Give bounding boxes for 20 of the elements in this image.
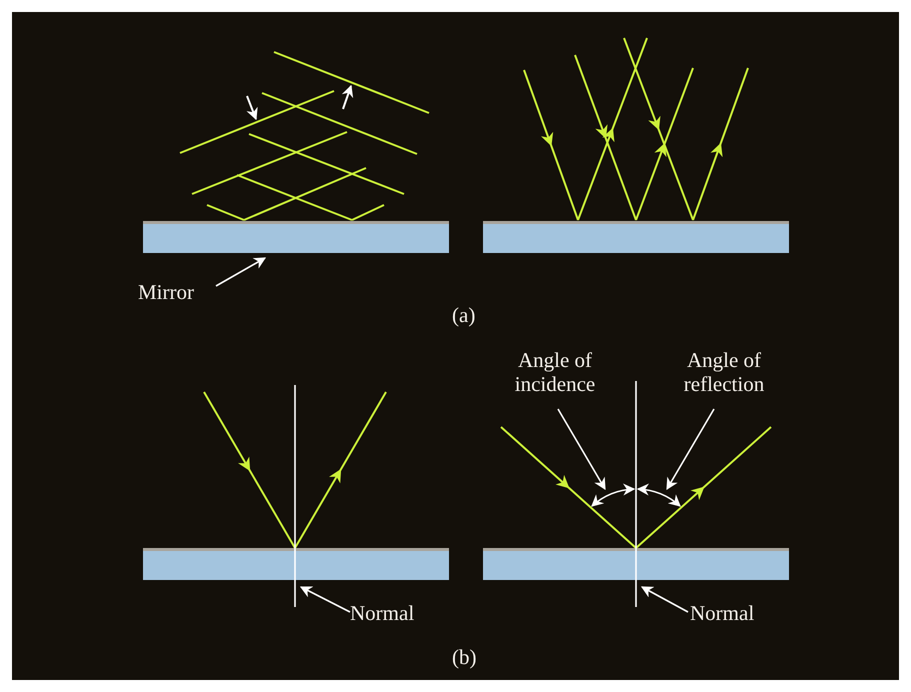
panel-label: (a): [452, 303, 476, 327]
mirror-block: [143, 548, 449, 580]
mirror-block: [143, 221, 449, 253]
panel-label: (b): [452, 645, 476, 669]
callout-label: Angle of incidence: [505, 348, 605, 396]
mirror-block: [483, 548, 789, 580]
normal-line: [294, 385, 296, 607]
callout-label: Angle of reflection: [672, 348, 776, 396]
callout-label: Normal: [350, 601, 414, 625]
leader-line: [216, 257, 266, 287]
normal-line: [635, 381, 637, 607]
angle-arc: [636, 484, 681, 507]
leader-line: [557, 408, 606, 490]
callout-label: Normal: [690, 601, 754, 625]
leader-line: [300, 586, 350, 613]
mirror-block: [483, 221, 789, 253]
leader-line: [640, 586, 688, 613]
leader-line: [666, 408, 715, 490]
angle-arc: [591, 484, 636, 507]
callout-label: Mirror: [138, 280, 194, 304]
